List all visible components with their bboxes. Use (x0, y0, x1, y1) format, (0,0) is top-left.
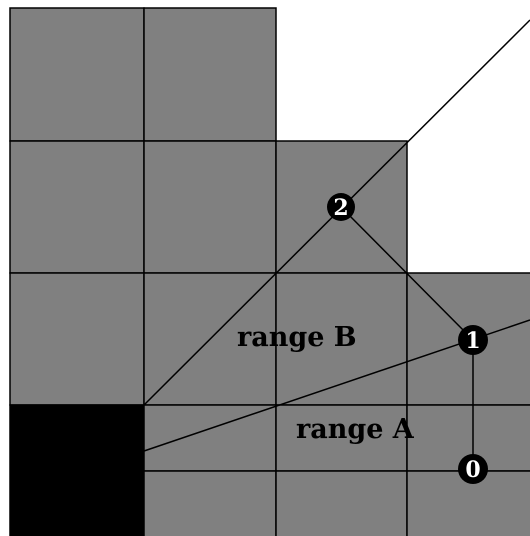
marker-1: 1 (458, 325, 488, 355)
grid-cell (143, 7, 277, 142)
marker-0-label: 0 (465, 457, 480, 483)
range-b-label: range B (237, 322, 357, 353)
grid-cell (143, 470, 277, 536)
grid-cell (9, 7, 145, 142)
marker-2-label: 2 (333, 195, 348, 221)
grid-cell (275, 404, 408, 472)
grid-cell (143, 404, 277, 472)
grid-cell (143, 140, 277, 274)
origin-cell (9, 404, 145, 536)
grid-cells (9, 7, 530, 536)
grid-cell (9, 140, 145, 274)
grid-cell (275, 272, 408, 406)
marker-2: 2 (327, 193, 355, 221)
marker-0-circle (458, 454, 488, 484)
range-a-label: range A (296, 414, 415, 445)
marker-1-label: 1 (465, 328, 480, 354)
marker-0: 0 (458, 454, 488, 484)
grid-cell (9, 272, 145, 406)
marker-1-circle (458, 325, 488, 355)
marker-2-to-1-line (340, 206, 474, 341)
grid-cell (275, 470, 408, 536)
marker-2-circle (327, 193, 355, 221)
